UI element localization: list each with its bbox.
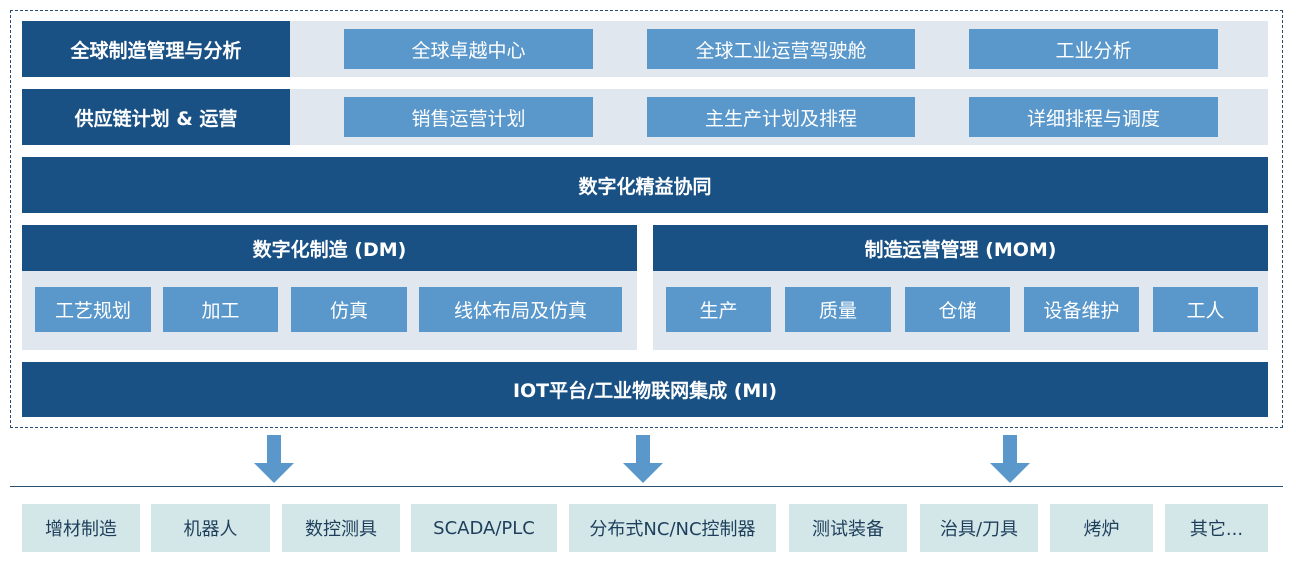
divider	[10, 486, 1283, 487]
mom-item-warehouse[interactable]: 仓储	[905, 287, 1010, 332]
row-2-label: 供应链计划 & 运营	[22, 89, 290, 145]
device-cnc-gauge[interactable]: 数控测具	[282, 504, 400, 552]
down-arrow-icon	[990, 435, 1030, 483]
industrial-cockpit-button[interactable]: 全球工业运营驾驶舱	[647, 29, 915, 69]
master-production-schedule-button[interactable]: 主生产计划及排程	[647, 97, 915, 137]
device-oven[interactable]: 烤炉	[1050, 504, 1153, 552]
lean-collaboration-bar: 数字化精益协同	[22, 157, 1268, 213]
device-dnc[interactable]: 分布式NC/NC控制器	[569, 504, 776, 552]
dm-item-process-planning[interactable]: 工艺规划	[35, 287, 151, 332]
platform-frame	[10, 10, 1283, 428]
mom-title: 制造运营管理 (MOM)	[653, 225, 1268, 271]
global-excellence-center-button[interactable]: 全球卓越中心	[344, 29, 593, 69]
detailed-scheduling-button[interactable]: 详细排程与调度	[969, 97, 1218, 137]
device-additive[interactable]: 增材制造	[22, 504, 140, 552]
mom-item-quality[interactable]: 质量	[785, 287, 891, 332]
device-scada-plc[interactable]: SCADA/PLC	[411, 504, 557, 552]
industrial-analytics-button[interactable]: 工业分析	[969, 29, 1218, 69]
down-arrow-icon	[254, 435, 294, 483]
mom-item-maintenance[interactable]: 设备维护	[1024, 287, 1139, 332]
device-robot[interactable]: 机器人	[151, 504, 270, 552]
mom-item-workers[interactable]: 工人	[1153, 287, 1258, 332]
dm-item-machining[interactable]: 加工	[163, 287, 278, 332]
device-fixtures-tools[interactable]: 治具/刀具	[920, 504, 1038, 552]
mom-item-production[interactable]: 生产	[666, 287, 771, 332]
sales-ops-plan-button[interactable]: 销售运营计划	[344, 97, 593, 137]
dm-item-simulation[interactable]: 仿真	[291, 287, 407, 332]
row-1-label: 全球制造管理与分析	[22, 21, 290, 77]
dm-item-line-layout[interactable]: 线体布局及仿真	[419, 287, 622, 332]
down-arrow-icon	[623, 435, 663, 483]
dm-title: 数字化制造 (DM)	[22, 225, 637, 271]
iot-bar: IOT平台/工业物联网集成 (MI)	[22, 362, 1268, 417]
device-others[interactable]: 其它...	[1165, 504, 1268, 552]
device-test-equipment[interactable]: 测试装备	[789, 504, 907, 552]
